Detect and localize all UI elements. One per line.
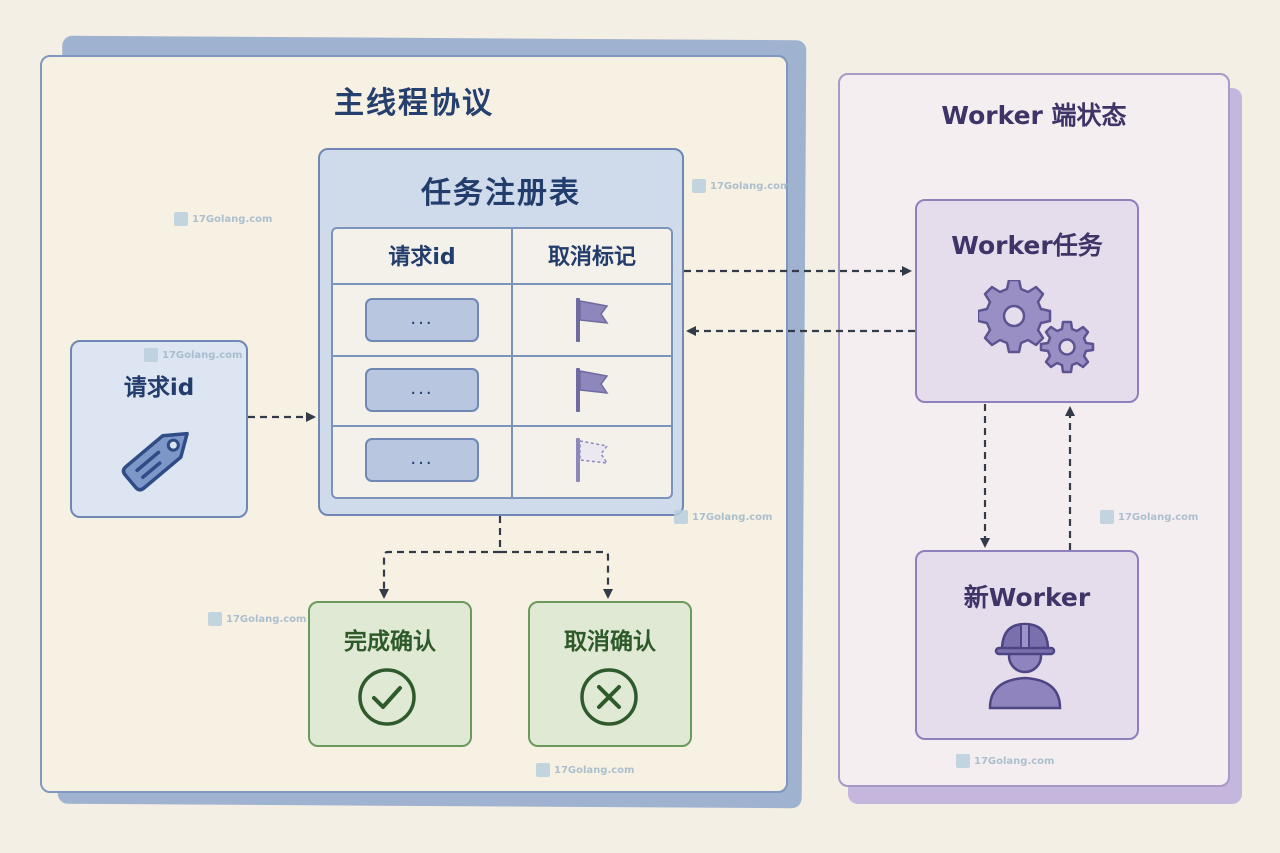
new-worker-label: 新Worker	[963, 583, 1091, 612]
watermark-logo-icon	[674, 510, 688, 524]
flag-filled-icon	[576, 368, 609, 412]
request-id-cell: ...	[365, 368, 479, 412]
task-registry-title: 任务注册表	[421, 176, 581, 211]
request-id-label: 请求id	[123, 375, 195, 401]
watermark: 17Golang.com	[956, 754, 1054, 768]
request-id-cell: ...	[365, 438, 479, 482]
watermark-logo-icon	[692, 179, 706, 193]
flag-filled-icon	[576, 298, 609, 342]
worker-panel-title: Worker 端状态	[941, 101, 1127, 130]
watermark: 17Golang.com	[1100, 510, 1198, 524]
watermark-logo-icon	[144, 348, 158, 362]
arrow-to-complete	[379, 516, 502, 599]
registry-table-header	[333, 229, 671, 285]
watermark: 17Golang.com	[692, 179, 790, 193]
row-divider	[333, 425, 671, 427]
gears-icon	[978, 280, 1095, 374]
arrow-to-cancel	[500, 550, 613, 599]
request-id-cell: ...	[365, 298, 479, 342]
watermark: 17Golang.com	[144, 348, 242, 362]
watermark: 17Golang.com	[174, 212, 272, 226]
tag-icon	[121, 431, 189, 492]
worker-task-label: Worker任务	[951, 231, 1103, 260]
flag-dashed-icon	[576, 438, 609, 482]
watermark-logo-icon	[956, 754, 970, 768]
watermark-logo-icon	[536, 763, 550, 777]
cancel-confirm-label: 取消确认	[564, 629, 656, 655]
worker-helmet-icon	[988, 622, 1062, 710]
watermark: 17Golang.com	[674, 510, 772, 524]
watermark-logo-icon	[1100, 510, 1114, 524]
registry-table: 请求id 取消标记 ... ... ...	[331, 227, 673, 499]
x-circle-icon	[580, 668, 638, 726]
column-header-request-id: 请求id	[388, 245, 456, 270]
watermark-logo-icon	[174, 212, 188, 226]
column-divider	[511, 229, 513, 497]
column-header-cancel-flag: 取消标记	[547, 245, 636, 270]
request-id-card	[70, 340, 248, 518]
row-divider	[333, 355, 671, 357]
complete-confirm-label: 完成确认	[344, 629, 436, 655]
watermark: 17Golang.com	[208, 612, 306, 626]
check-circle-icon	[358, 668, 416, 726]
main-thread-panel-title: 主线程协议	[334, 86, 494, 121]
watermark: 17Golang.com	[536, 763, 634, 777]
watermark-logo-icon	[208, 612, 222, 626]
